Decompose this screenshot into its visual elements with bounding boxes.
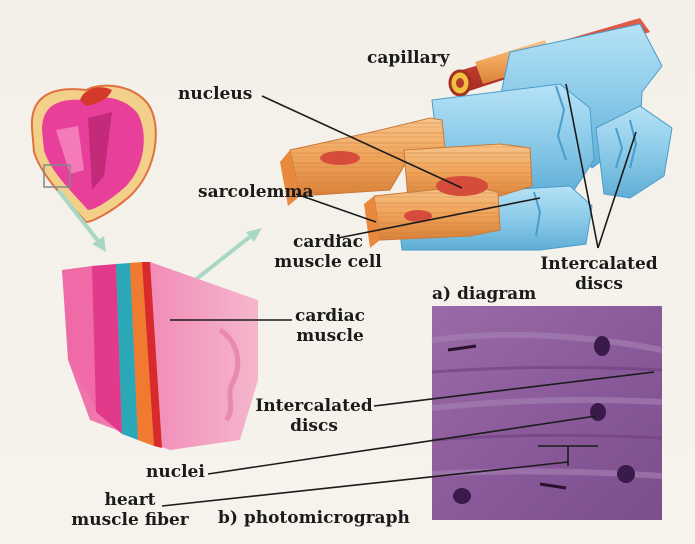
- heart-muscle-fiber-label: heart muscle fiber: [60, 490, 200, 530]
- heart-muscle-fiber-line-1: heart: [60, 490, 200, 510]
- nuclei-label: nuclei: [146, 462, 205, 482]
- cardiac-muscle-cell-line-2: muscle cell: [268, 252, 388, 272]
- intercalated-mid-line-2: discs: [254, 416, 374, 436]
- heart-muscle-fiber-line-2: muscle fiber: [60, 510, 200, 530]
- intercalated-mid-line-1: Intercalated: [254, 396, 374, 416]
- diagram-caption: a) diagram: [432, 284, 536, 304]
- heart-wall-tissue: [62, 262, 258, 450]
- intercalated-top-line-2: discs: [534, 274, 664, 294]
- cardiac-muscle-label: cardiac muscle: [290, 306, 370, 346]
- cardiac-muscle-cell-label: cardiac muscle cell: [268, 232, 388, 272]
- photomicrograph-caption: b) photomicrograph: [218, 508, 410, 528]
- nucleus-shape-1: [320, 151, 360, 165]
- cardiac-muscle-cell-line-1: cardiac: [268, 232, 388, 252]
- photomicrograph: [432, 306, 662, 520]
- cardiac-muscle-line-1: cardiac: [290, 306, 370, 326]
- muscle-cells-3d: [280, 24, 672, 250]
- cardiac-muscle-line-2: muscle: [290, 326, 370, 346]
- heart-illustration: [32, 86, 156, 222]
- intercalated-discs-top-label: Intercalated discs: [534, 254, 664, 294]
- nucleus-label: nucleus: [178, 84, 252, 104]
- intercalated-discs-mid-label: Intercalated discs: [254, 396, 374, 436]
- intercalated-top-line-1: Intercalated: [534, 254, 664, 274]
- capillary-label: capillary: [367, 48, 449, 68]
- sarcolemma-label: sarcolemma: [198, 182, 314, 202]
